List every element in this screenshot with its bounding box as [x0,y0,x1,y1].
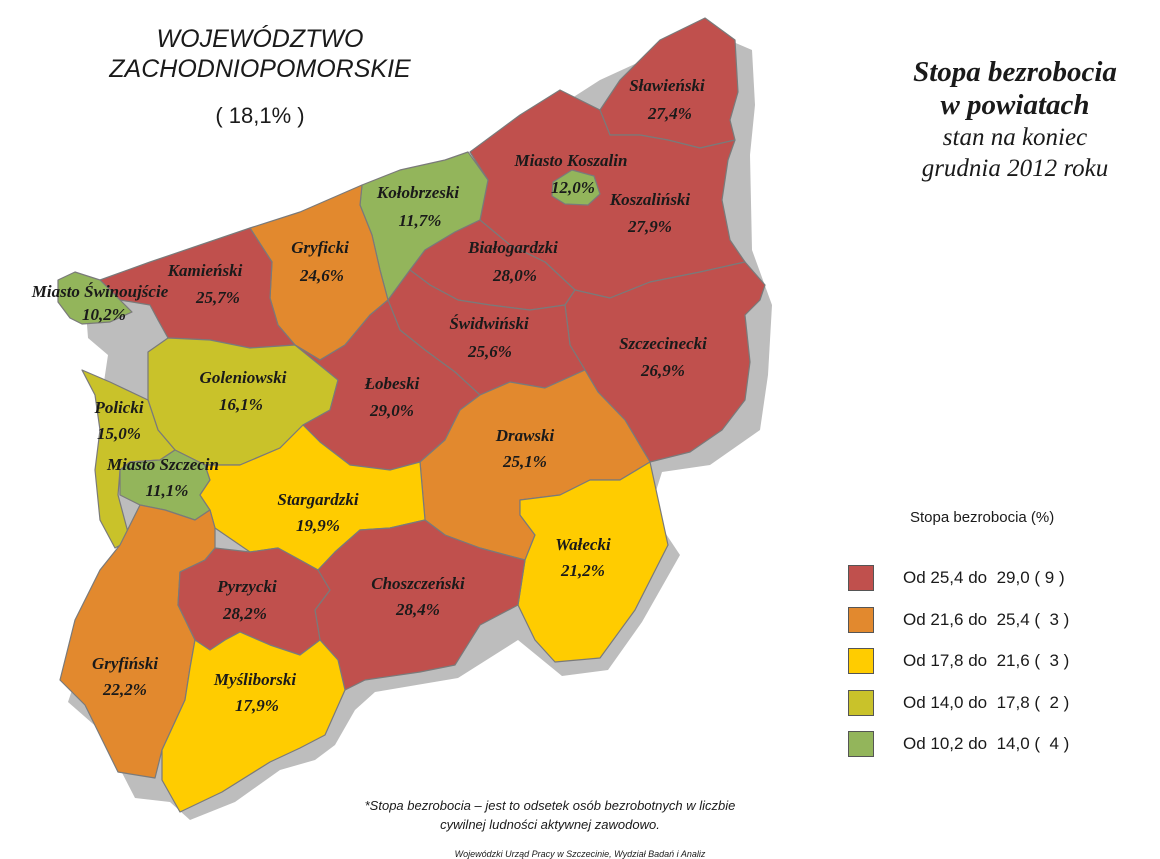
label-kamienski-rate: 25,7% [195,288,240,307]
label-walecki-name: Wałecki [555,535,611,554]
label-swinoujscie-name: Miasto Świnoujście [31,282,169,301]
label-szczecinecki-name: Szczecinecki [619,334,707,353]
subtitle-line3: stan na koniec [942,124,1088,151]
subtitle-line1: Stopa bezrobocia [913,56,1117,88]
footnote: *Stopa bezrobocia – jest to odsetek osób… [270,796,830,834]
label-koszalin-name: Miasto Koszalin [514,151,628,170]
label-swidwinski-rate: 25,6% [467,342,512,361]
legend-label: Od 25,4 do 29,0 ( 9 ) [903,568,1065,587]
label-gryficki-rate: 24,6% [299,266,344,285]
label-kolobrzeski-rate: 11,7% [399,211,442,230]
legend-swatch [848,731,874,757]
footnote-line1: *Stopa bezrobocia – jest to odsetek osób… [364,798,736,813]
label-szczecin-name: Miasto Szczecin [106,455,219,474]
district-policki[interactable] [81,369,176,549]
label-bialogardzki-name: Białogardzki [467,238,558,257]
label-szczecin-rate: 11,1% [146,481,189,500]
label-stargardzki-rate: 19,9% [296,516,340,535]
label-kamienski-name: Kamieński [167,261,243,280]
map-subtitle: Stopa bezrobocia w powiatach stan na kon… [880,56,1150,184]
label-pyrzycki-name: Pyrzycki [216,577,277,596]
legend-label: Od 10,2 do 14,0 ( 4 ) [903,734,1070,753]
voivodeship-title-line2: ZACHODNIOPOMORSKIE [109,55,411,83]
district-miasto-swinoujscie[interactable] [57,271,133,325]
label-goleniowski-name: Goleniowski [200,368,287,387]
label-policki-rate: 15,0% [97,424,141,443]
label-bialogardzki-rate: 28,0% [492,266,537,285]
label-koszalinski-rate: 27,9% [627,217,672,236]
label-drawski-rate: 25,1% [502,452,547,471]
label-koszalinski-name: Koszaliński [609,190,691,209]
subtitle-line2: w powiatach [940,89,1090,121]
voivodeship-title: WOJEWÓDZTWO ZACHODNIOPOMORSKIE [60,24,460,84]
label-pyrzycki-rate: 28,2% [222,604,267,623]
subtitle-line4: grudnia 2012 roku [921,155,1109,182]
footnote-line2: cywilnej ludności aktywnej zawodowo. [440,817,660,832]
label-walecki-rate: 21,2% [560,561,605,580]
district-walecki[interactable] [517,461,669,663]
legend-swatch [848,689,874,716]
legend-label: Od 17,8 do 21,6 ( 3 ) [903,651,1070,670]
label-szczecinecki-rate: 26,9% [640,361,685,380]
legend-swatch [848,565,874,591]
label-slawienski-name: Sławieński [629,76,705,95]
label-swidwinski-name: Świdwiński [449,314,529,333]
label-lobeski-rate: 29,0% [369,401,414,420]
label-lobeski-name: Łobeski [364,374,420,393]
district-miasto-koszalin[interactable] [551,169,601,206]
legend-label: Od 14,0 do 17,8 ( 2 ) [903,692,1070,712]
legend-title: Stopa bezrobocia (%) [910,509,1055,526]
label-mysliborski-rate: 17,9% [235,696,279,715]
label-gryfinski-rate: 22,2% [102,680,147,699]
label-policki-name: Policki [93,398,143,417]
label-mysliborski-name: Myśliborski [213,670,296,689]
label-koszalin-rate: 12,0% [551,178,595,197]
label-gryficki-name: Gryficki [291,238,349,257]
district-mysliborski[interactable] [161,631,346,813]
legend-swatch [848,606,874,633]
label-gryfinski-name: Gryfiński [92,654,158,673]
voivodeship-title-line1: WOJEWÓDZTWO [156,25,364,53]
label-goleniowski-rate: 16,1% [219,395,263,414]
label-kolobrzeski-name: Kołobrzeski [376,183,459,202]
label-swinoujscie-rate: 10,2% [82,305,126,324]
label-choszczenski-name: Choszczeński [371,574,465,593]
label-slawienski-rate: 27,4% [647,104,692,123]
legend-label: Od 21,6 do 25,4 ( 3 ) [903,609,1070,629]
legend-swatch [848,648,874,674]
label-stargardzki-name: Stargardzki [277,490,359,509]
voivodeship-rate: ( 18,1% ) [215,103,305,128]
source-note: Wojewódzki Urząd Pracy w Szczecinie, Wyd… [454,849,706,859]
label-drawski-name: Drawski [495,426,555,445]
label-choszczenski-rate: 28,4% [395,600,440,619]
